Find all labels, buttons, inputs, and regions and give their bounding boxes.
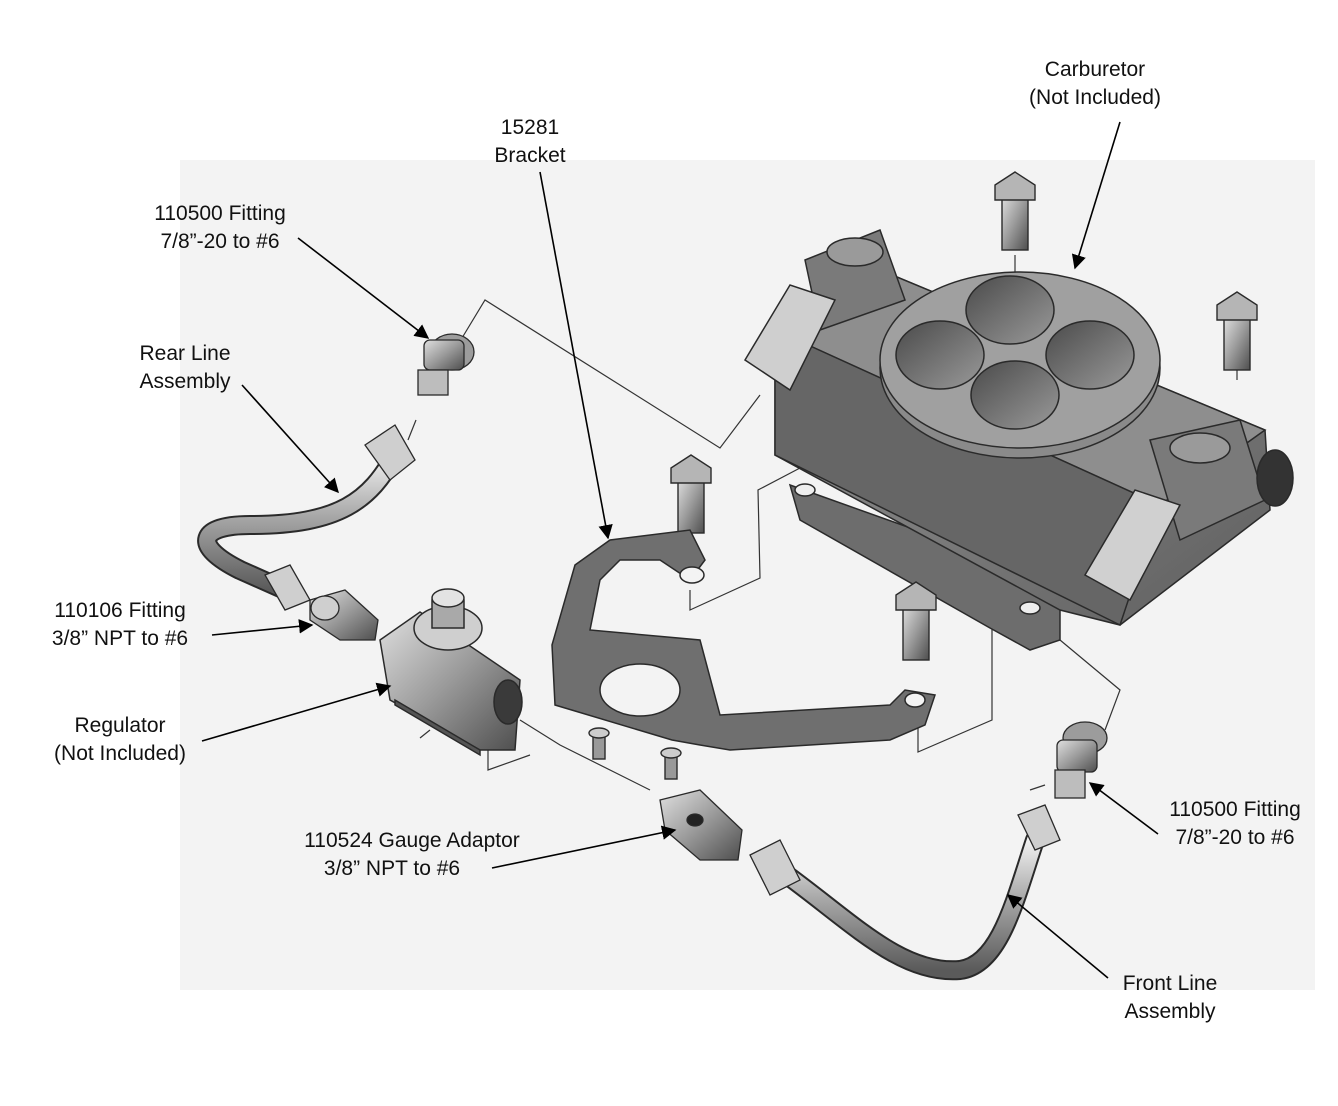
label-regulator: Regulator (Not Included)	[54, 714, 186, 765]
arrow-regulator	[201, 682, 392, 742]
bracket-part	[551, 529, 936, 751]
label-fitting-rear: 110500 Fitting 7/8”-20 to #6	[154, 202, 286, 253]
arrow-fitting-npt	[211, 619, 314, 636]
arrow-carburetor	[1071, 121, 1121, 270]
label-front-line: Front Line Assembly	[1122, 972, 1218, 1023]
carburetor-part	[743, 229, 1294, 651]
label-rear-line: Rear Line Assembly	[139, 342, 231, 393]
bolt-right	[1216, 291, 1258, 371]
rear-line-part	[197, 424, 416, 611]
bolt-top	[994, 171, 1036, 251]
small-screws	[588, 727, 682, 780]
label-carburetor: Carburetor (Not Included)	[1029, 58, 1161, 109]
arrow-fitting-front	[1088, 782, 1159, 835]
leader-arrows	[201, 121, 1159, 979]
fitting-rear-part	[417, 333, 475, 396]
label-bracket: 15281 Bracket	[494, 116, 566, 167]
arrow-bracket	[539, 171, 613, 540]
label-fitting-npt: 110106 Fitting 3/8” NPT to #6	[51, 599, 189, 650]
arrow-gauge-adaptor	[491, 825, 677, 869]
label-gauge-adaptor: 110524 Gauge Adaptor 3/8” NPT to #6	[304, 829, 520, 880]
arrow-rear-line	[241, 384, 339, 494]
bolt-bracket-right	[895, 581, 937, 661]
arrow-front-line	[1006, 894, 1109, 979]
fitting-front-part	[1054, 721, 1108, 799]
arrow-fitting-rear	[297, 237, 430, 339]
bolt-bracket-left	[670, 454, 712, 534]
fitting-npt-part	[309, 589, 379, 641]
regulator-part	[379, 588, 523, 757]
carburetor-bolts	[588, 171, 1258, 780]
label-fitting-front: 110500 Fitting 7/8”-20 to #6	[1169, 798, 1301, 849]
gauge-adaptor-part	[659, 789, 743, 861]
